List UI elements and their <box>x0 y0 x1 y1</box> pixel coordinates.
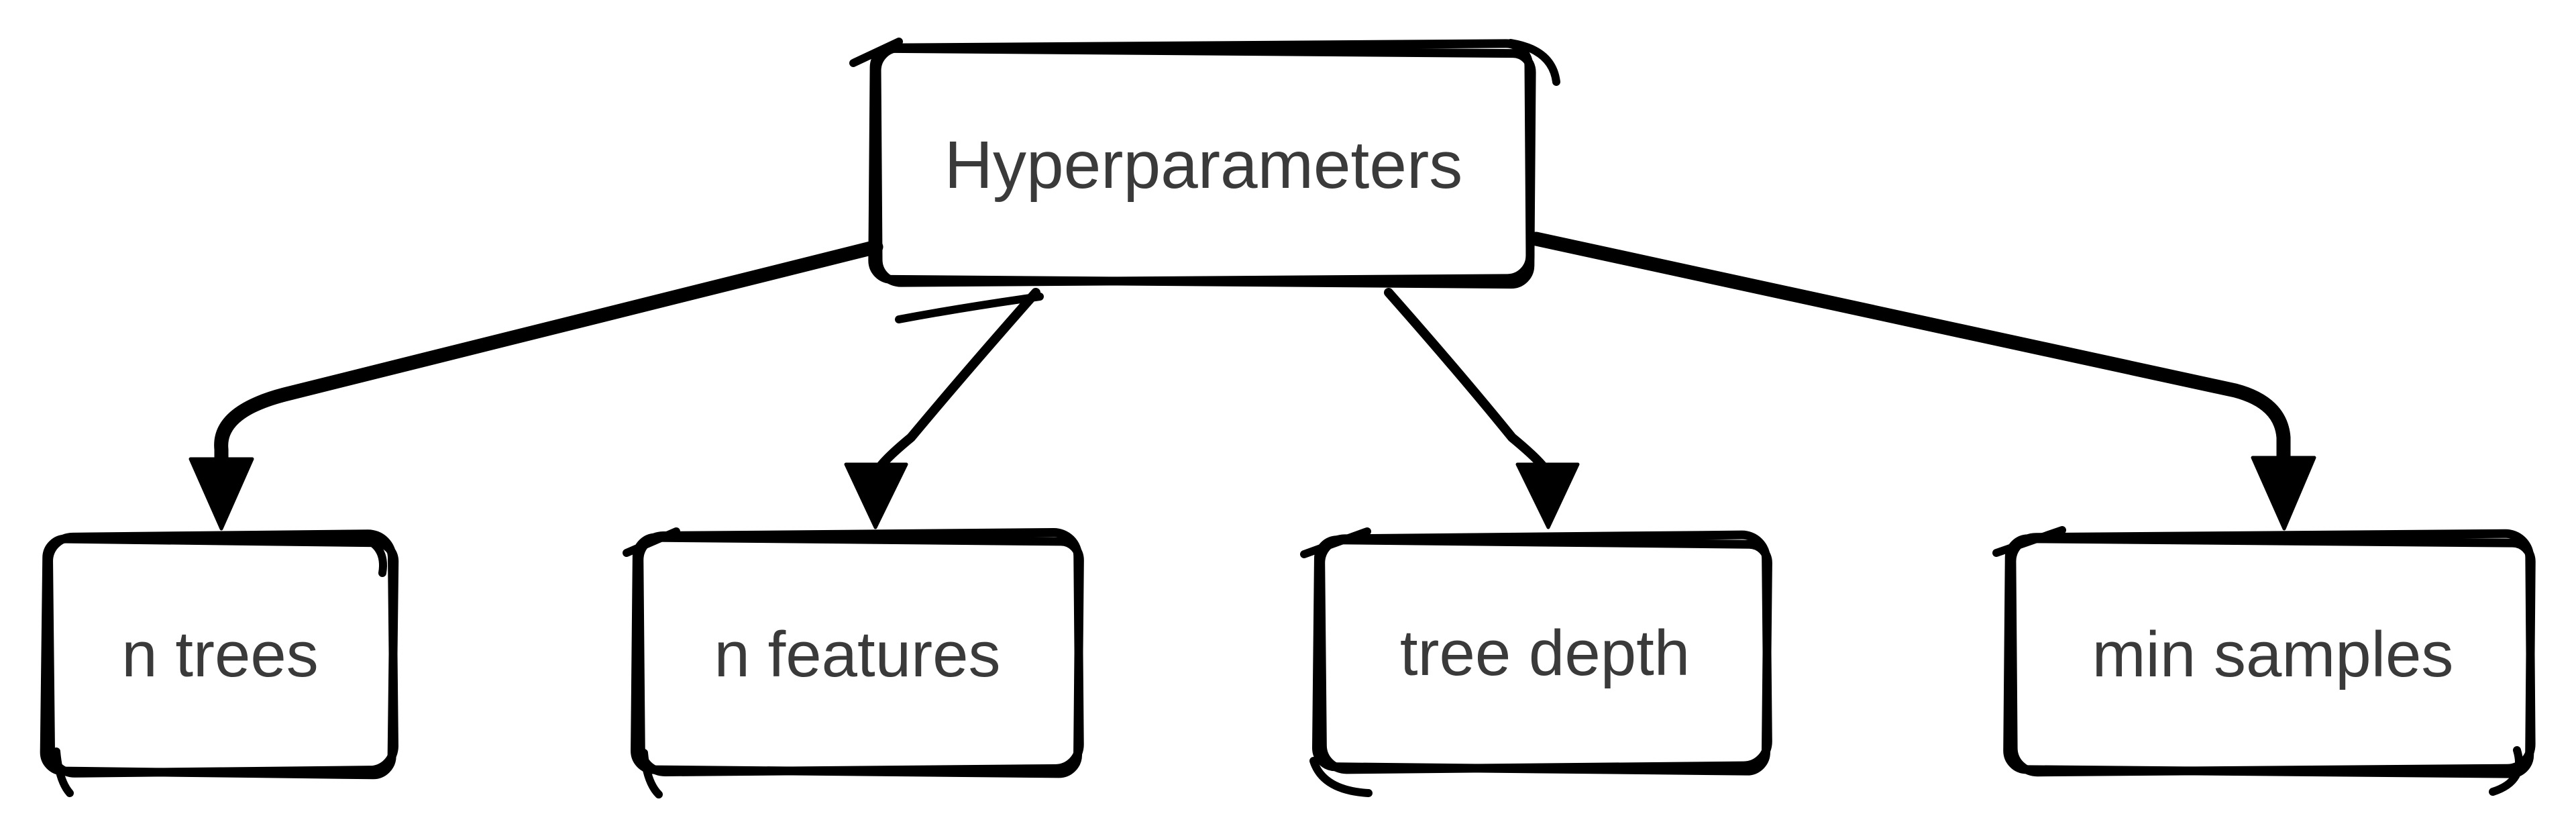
sketch-overshoot <box>640 749 663 798</box>
node-label: min samples <box>2092 619 2454 690</box>
sketch-overshoot <box>2489 746 2524 796</box>
edge-line <box>1529 231 2291 472</box>
node-border <box>1311 535 1772 776</box>
arrowhead-icon <box>1515 462 1580 529</box>
edge-root-to-tree-depth <box>1384 288 1580 529</box>
edge-line <box>872 288 1040 477</box>
arrowhead-icon <box>2251 456 2316 531</box>
sketch-overshoot <box>895 293 1044 323</box>
arrowhead-icon <box>189 457 254 531</box>
node-hyperparameters: Hyperparameters <box>849 38 1560 323</box>
sketch-overshoot <box>52 747 74 797</box>
edge-root-to-n-trees <box>189 240 883 531</box>
arrowhead-icon <box>844 462 908 529</box>
edge-line <box>214 240 883 473</box>
node-tree-depth: tree depth <box>1300 527 1772 797</box>
edge-root-to-min-samples <box>1529 231 2316 531</box>
sketch-overshoot <box>1300 527 1371 558</box>
node-border <box>2003 534 2536 778</box>
node-label: n trees <box>121 619 318 690</box>
sketch-overshoot <box>356 533 387 577</box>
node-label: n features <box>714 619 1001 690</box>
sketch-overshoot <box>849 38 903 67</box>
node-border <box>631 533 1084 778</box>
node-border <box>40 534 399 780</box>
sketch-overshoot <box>1992 526 2066 557</box>
sketch-overshoot <box>623 527 680 557</box>
node-label: Hyperparameters <box>945 127 1463 203</box>
node-n-features: n features <box>623 527 1084 798</box>
sketch-overshoot <box>1507 39 1560 86</box>
node-border <box>868 44 1536 289</box>
edge-line <box>1384 288 1552 477</box>
node-min-samples: min samples <box>1992 526 2536 796</box>
node-n-trees: n trees <box>40 529 399 797</box>
sketch-overshoot <box>1309 757 1373 797</box>
edge-root-to-n-features <box>844 288 1040 529</box>
node-label: tree depth <box>1400 617 1690 689</box>
